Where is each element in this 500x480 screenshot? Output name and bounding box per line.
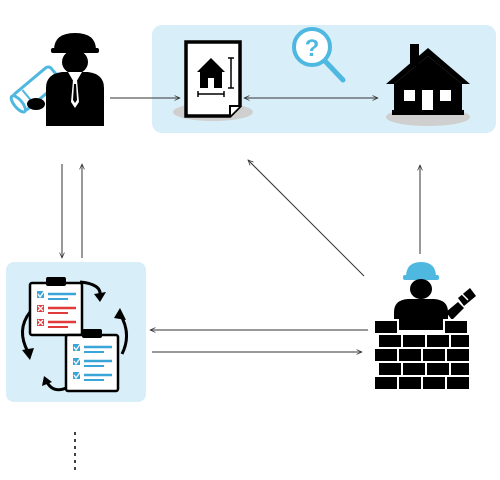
architect-with-blueprint-icon <box>9 33 104 126</box>
house-icon <box>386 44 470 126</box>
checklist-cycle-icon <box>21 277 128 393</box>
connector-builder-to-blueprint <box>248 160 365 277</box>
magnifier-question-glyph: ? <box>305 35 320 62</box>
house-blueprint-icon <box>173 40 253 121</box>
connectors <box>62 98 420 470</box>
builder-with-bricks-icon <box>373 262 476 391</box>
magnifier-question-icon: ? <box>292 27 346 83</box>
